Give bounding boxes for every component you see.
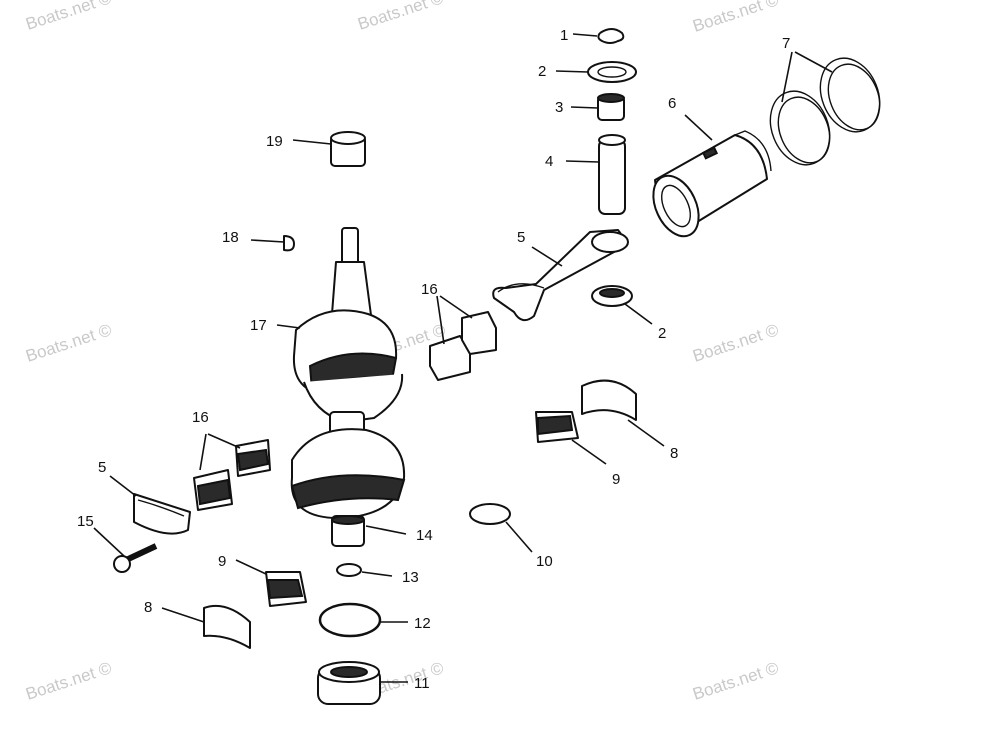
leader-line	[555, 70, 589, 73]
callout-14: 14	[416, 527, 433, 544]
callout-13: 13	[402, 569, 419, 586]
leader-line	[361, 571, 393, 577]
part-bearing-half-lower	[235, 559, 307, 607]
leader-line	[572, 33, 598, 37]
part-oil-seal	[317, 661, 408, 705]
callout-15: 15	[77, 513, 94, 530]
watermark: Boats.net ©	[23, 0, 114, 34]
callout-19: 19	[266, 133, 283, 150]
leader-line	[565, 160, 600, 163]
leader-line	[781, 51, 793, 103]
callout-8: 8	[144, 599, 152, 616]
callout-17: 17	[250, 317, 267, 334]
leader-line	[250, 239, 285, 243]
part-wrist-pin	[565, 134, 626, 215]
part-needle-cage-upper	[429, 295, 497, 381]
callout-3: 3	[555, 99, 563, 116]
leader-line	[531, 246, 563, 267]
part-crankshaft	[276, 227, 406, 547]
callout-7: 7	[782, 35, 790, 52]
part-snap-ring	[469, 503, 533, 553]
leader-line	[276, 324, 301, 329]
callout-11: 11	[414, 675, 430, 692]
part-connecting-rod	[492, 229, 629, 322]
part-bearing-half-right	[535, 411, 607, 465]
leader-line	[794, 51, 833, 73]
part-retaining-clip	[572, 28, 625, 44]
callout-labels: 1 2 3 4 5 6 7 2 16 19 18 17 16 5 15 9 8 …	[77, 27, 790, 692]
callout-9-right: 9	[612, 471, 620, 488]
watermark: Boats.net ©	[690, 658, 781, 704]
leader-line	[624, 303, 653, 325]
part-cap-screw	[93, 527, 158, 573]
part-bearing-race-right	[581, 379, 665, 447]
part-thrust-washer-lower	[591, 285, 653, 325]
callout-10: 10	[536, 553, 553, 570]
callout-5: 5	[517, 229, 525, 246]
watermark: Boats.net ©	[23, 658, 114, 704]
leader-line	[235, 559, 267, 575]
leader-line	[161, 607, 205, 623]
callout-16-lower: 16	[192, 409, 209, 426]
leader-line	[571, 439, 607, 465]
leader-line	[207, 433, 241, 449]
leader-line	[505, 521, 533, 553]
part-bearing-race-lower	[161, 604, 251, 649]
leader-line	[292, 139, 332, 145]
part-o-ring-small	[336, 563, 393, 577]
part-needle-bearing	[570, 93, 625, 121]
leader-line	[93, 527, 125, 557]
watermark: Boats.net ©	[355, 0, 446, 34]
callout-1: 1	[560, 27, 568, 44]
callout-5-lower: 5	[98, 459, 106, 476]
callout-6: 6	[668, 95, 676, 112]
part-piston	[652, 114, 772, 238]
watermark: Boats.net ©	[690, 320, 781, 366]
leader-line	[439, 295, 473, 319]
leader-line	[627, 419, 665, 447]
watermark: Boats.net ©	[690, 0, 781, 36]
part-bushing	[292, 131, 366, 167]
leader-line	[199, 433, 207, 471]
part-needle-cage-lower	[193, 433, 271, 511]
leader-line	[570, 106, 599, 109]
callout-18: 18	[222, 229, 239, 246]
part-rod-cap	[109, 475, 191, 535]
callout-4: 4	[545, 153, 553, 170]
callout-12: 12	[414, 615, 431, 632]
callout-2: 2	[538, 63, 546, 80]
callout-9: 9	[218, 553, 226, 570]
part-woodruff-key	[250, 235, 295, 252]
leader-line	[365, 525, 407, 535]
part-o-ring-large	[318, 602, 408, 638]
part-thrust-washer	[555, 61, 637, 83]
leader-line	[436, 295, 445, 345]
callout-8-right: 8	[670, 445, 678, 462]
watermark: Boats.net ©	[23, 320, 114, 366]
callout-16: 16	[421, 281, 438, 298]
leader-line	[109, 475, 137, 497]
callout-2-lower: 2	[658, 325, 666, 342]
part-piston-rings	[769, 51, 881, 166]
leader-line	[684, 114, 713, 141]
